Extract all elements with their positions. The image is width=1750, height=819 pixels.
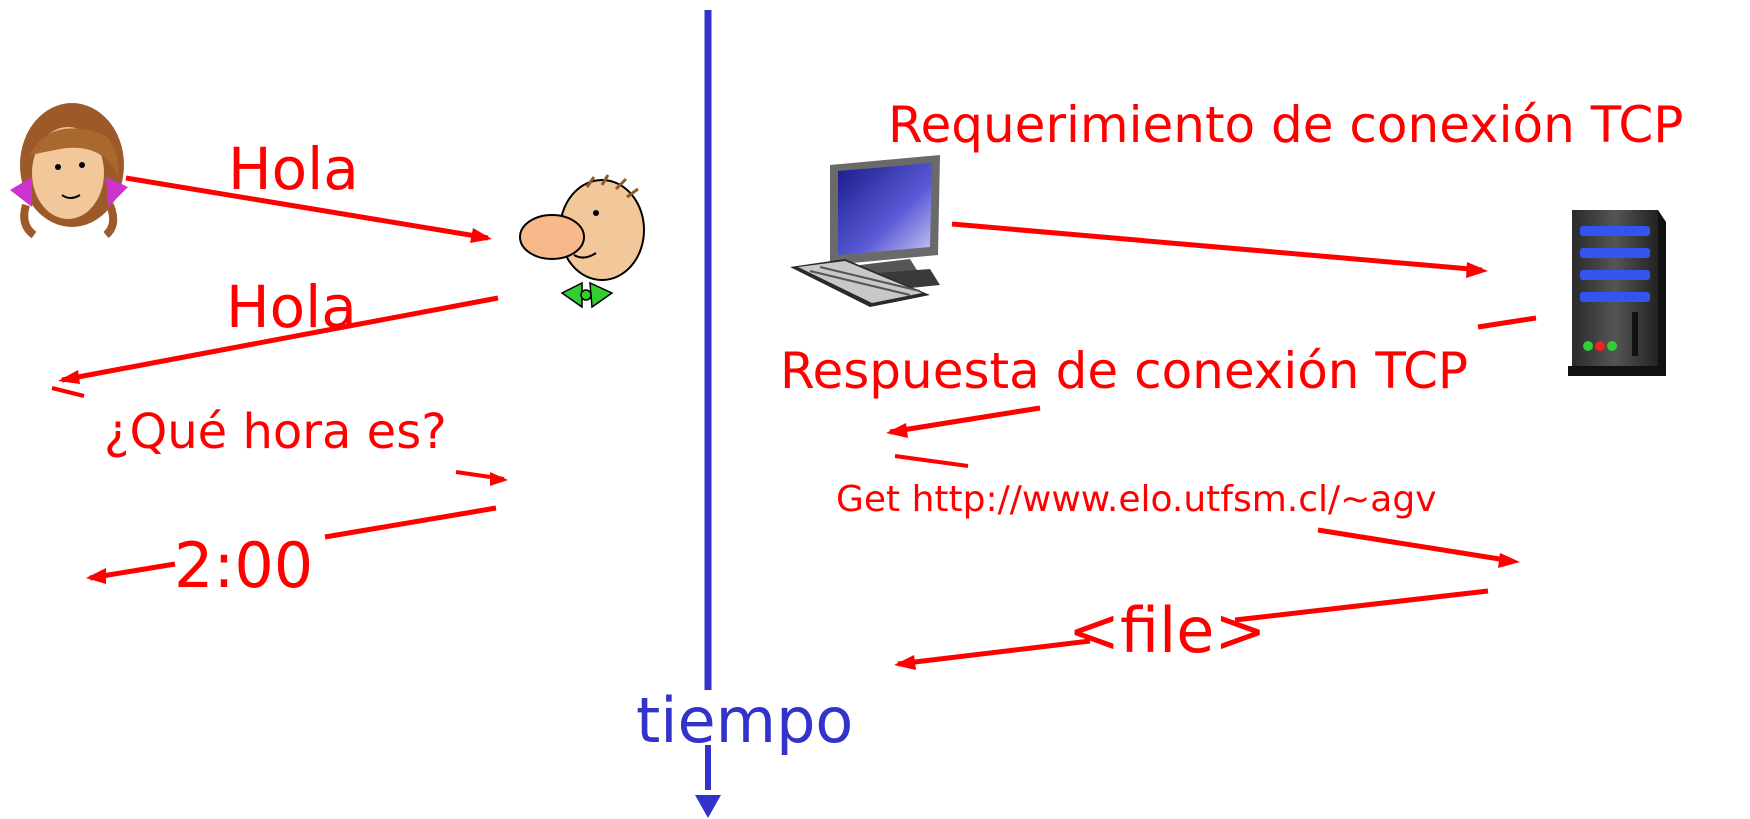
network-message-arrows xyxy=(886,221,1537,670)
arrow-hola-2-tail xyxy=(51,386,85,398)
human-message-arrows xyxy=(51,175,508,584)
server-icon xyxy=(1568,210,1666,376)
arrow-get-request xyxy=(1317,527,1513,564)
message-label-que-hora-es: ¿Qué hora es? xyxy=(104,404,447,460)
message-label-file: <file> xyxy=(1068,594,1267,667)
arrow-2-00-head-icon xyxy=(86,568,106,584)
message-label-tcp-response: Respuesta de conexión TCP xyxy=(780,342,1469,400)
arrow-tcp-request-head-icon xyxy=(1466,262,1488,278)
message-label-hola-1: Hola xyxy=(228,135,359,203)
message-label-get-request: Get http://www.elo.utfsm.cl/~agv xyxy=(836,479,1437,520)
message-label-tcp-request: Requerimiento de conexión TCP xyxy=(888,96,1684,154)
arrow-file-response xyxy=(897,588,1489,667)
arrow-hora-head-icon xyxy=(490,472,508,486)
message-label-hola-2: Hola xyxy=(226,273,357,341)
arrow-tcp-response-tail xyxy=(894,454,969,468)
woman-icon xyxy=(10,103,128,239)
computer-icon xyxy=(790,155,940,307)
man-icon xyxy=(519,174,645,309)
arrow-tcp-response-head-icon xyxy=(886,423,908,438)
message-label-2-00: 2:00 xyxy=(174,529,314,602)
arrow-file-response-head-icon xyxy=(894,655,916,670)
arrow-hola-2 xyxy=(61,295,499,383)
arrow-hola-2-head-icon xyxy=(58,370,80,384)
timeline-label: tiempo xyxy=(636,684,854,757)
arrow-tcp-response xyxy=(889,315,1537,435)
arrow-tcp-request xyxy=(951,221,1483,273)
timeline-arrowhead-icon xyxy=(695,795,721,818)
arrow-hola-1-head-icon xyxy=(470,228,492,243)
arrow-hola-1 xyxy=(125,175,489,241)
arrow-get-request-head-icon xyxy=(1498,553,1520,568)
